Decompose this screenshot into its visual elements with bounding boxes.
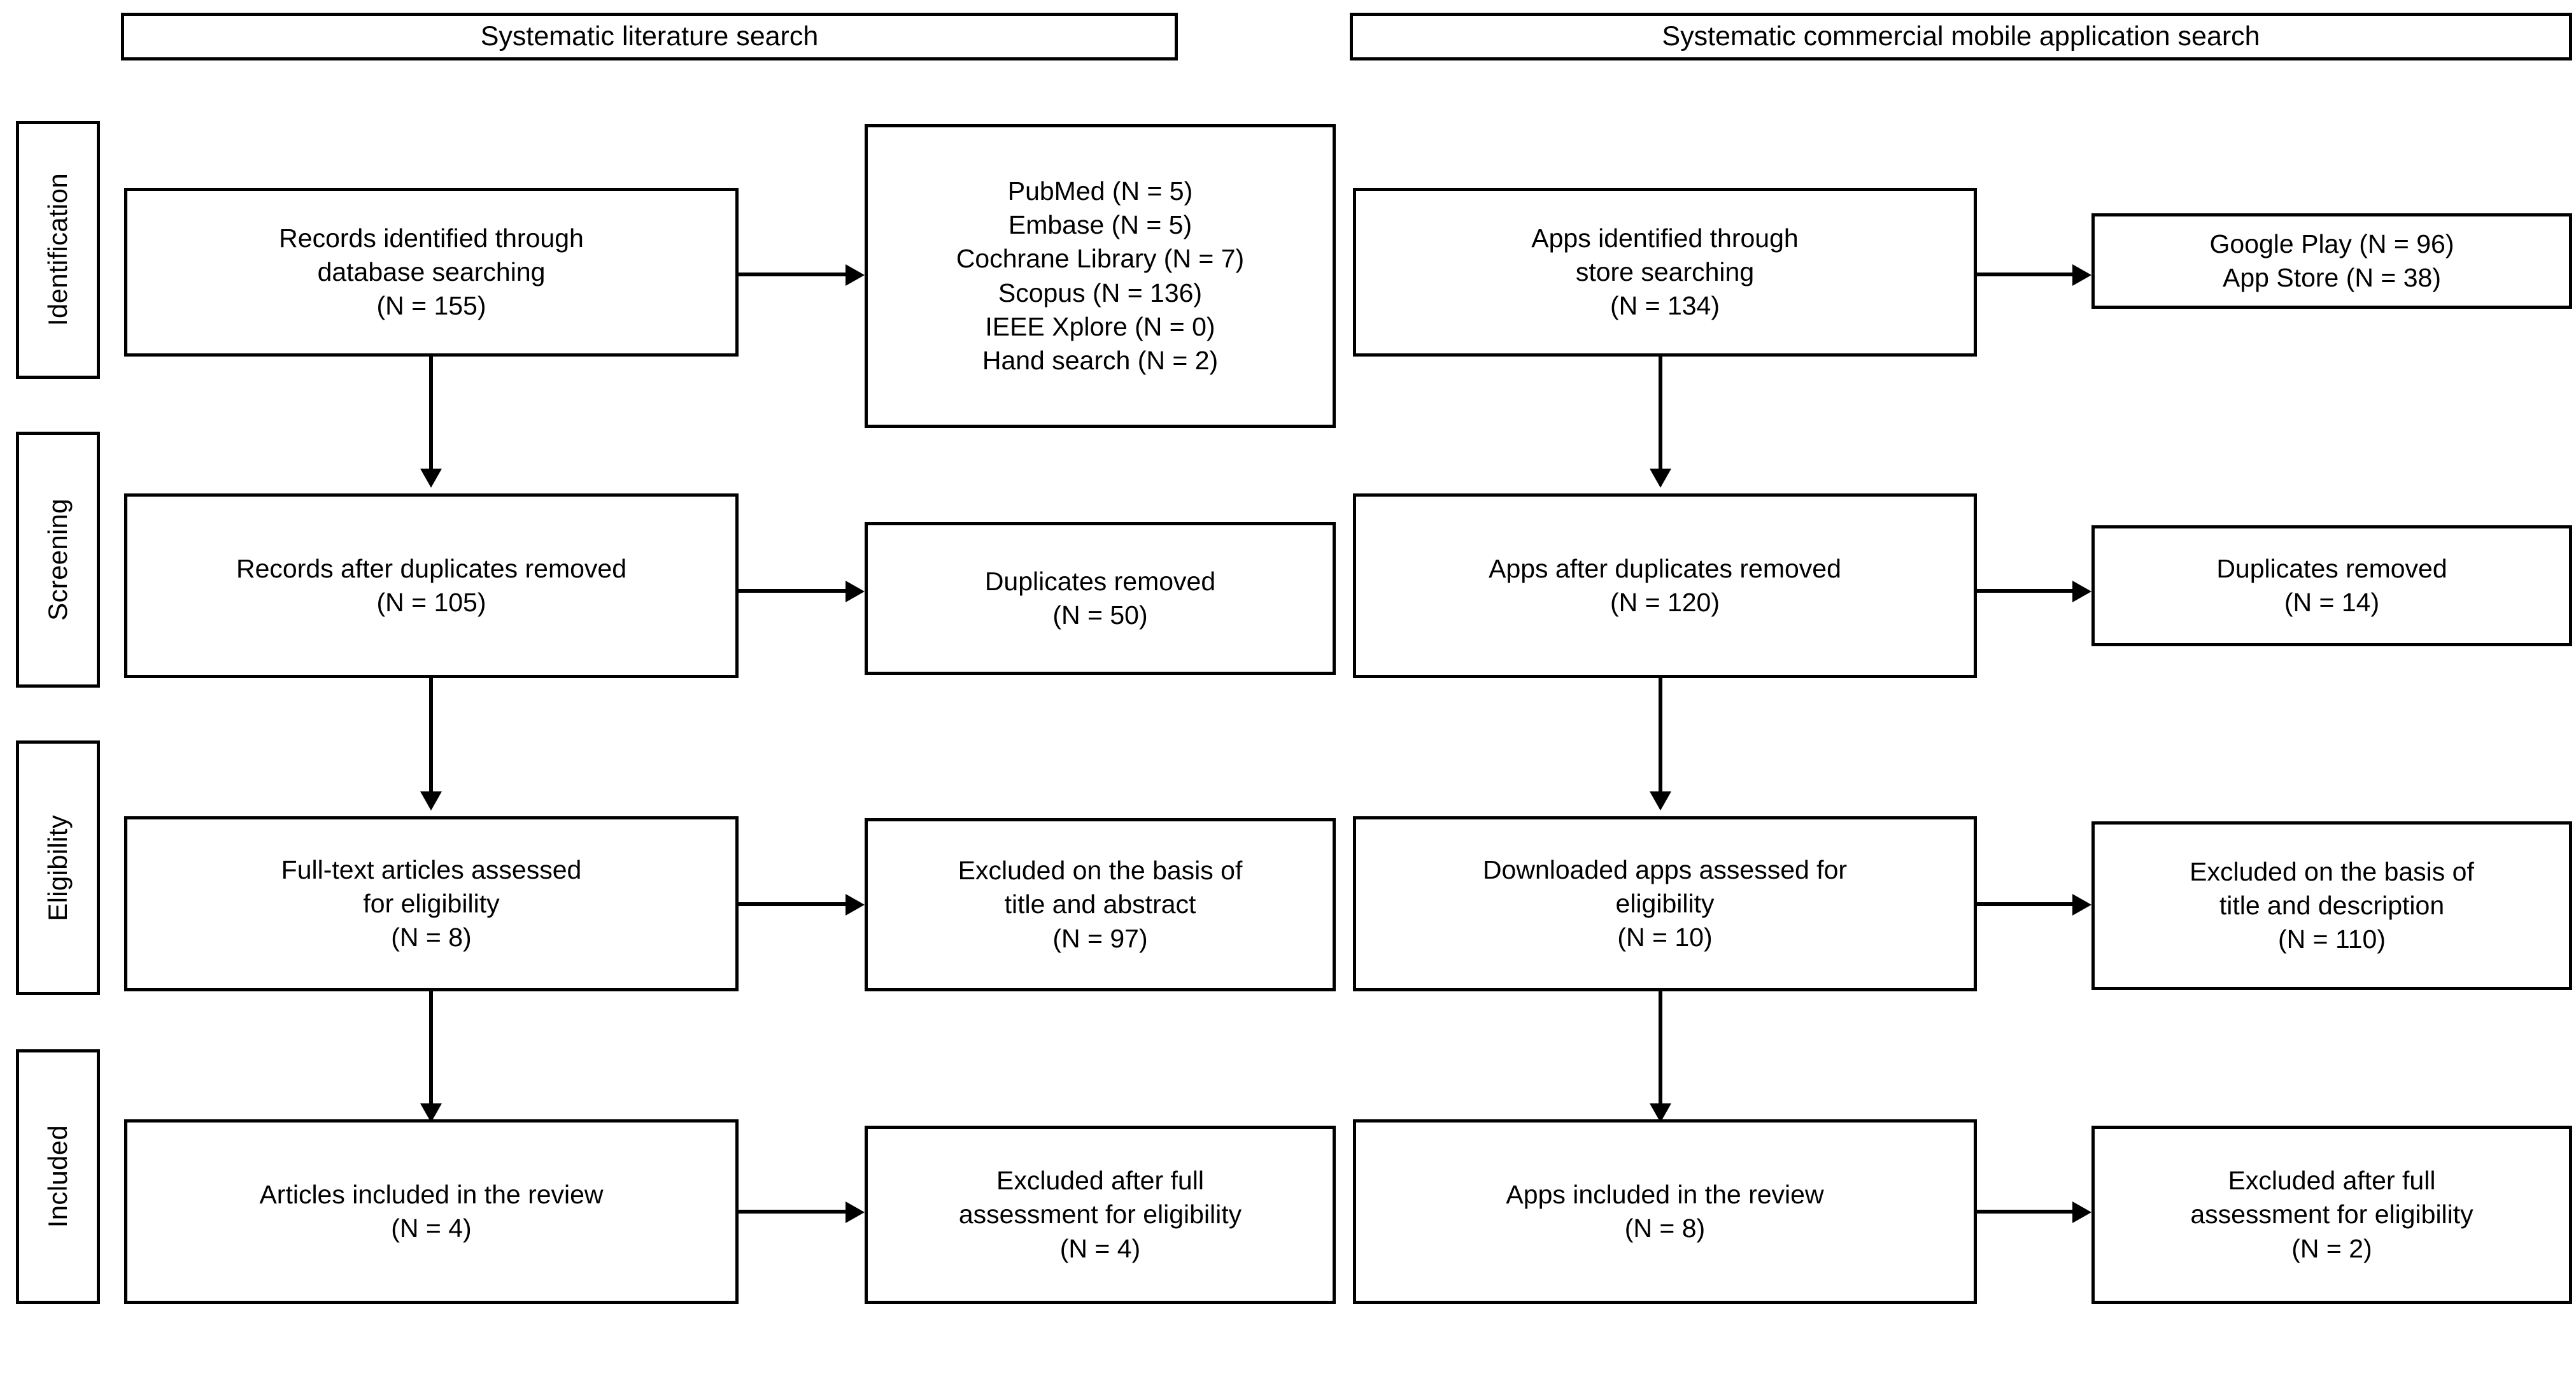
box-apps-after-duplicates-line1: Apps after duplicates removed (1489, 553, 1841, 583)
box-literature-excluded-after-full-line1: Excluded after full (996, 1166, 1204, 1196)
stage-label-included-text: Included (43, 1125, 73, 1228)
box-records-identified-line1: Records identified through (279, 223, 584, 253)
box-apps-excluded-after-full-line1: Excluded after full (2228, 1166, 2436, 1196)
source-embase: Embase (N = 5) (1008, 209, 1192, 239)
box-literature-excluded-after-full-line3: (N = 4) (1059, 1233, 1141, 1263)
connector-apps-screening-to-eligibility-line (1659, 678, 1662, 793)
box-excluded-title-abstract: Excluded on the basis of title and abstr… (865, 818, 1336, 991)
box-apps-duplicates-removed: Duplicates removed (N = 14) (2091, 525, 2572, 646)
box-literature-duplicates-removed-line1: Duplicates removed (984, 566, 1216, 596)
box-apps-after-duplicates: Apps after duplicates removed (N = 120) (1353, 493, 1977, 678)
box-records-after-duplicates-line1: Records after duplicates removed (236, 553, 627, 583)
box-records-after-duplicates-line2: (N = 105) (376, 588, 486, 617)
box-records-identified: Records identified through database sear… (124, 188, 739, 357)
connector-apps-included-to-excluded-arrow-icon (2072, 1201, 2091, 1223)
connector-screening-to-eligibility-arrow-icon (420, 791, 442, 811)
box-excluded-title-abstract-line1: Excluded on the basis of (958, 856, 1243, 886)
connector-apps-screening-to-eligibility-arrow-icon (1650, 791, 1671, 811)
box-literature-excluded-after-full-line2: assessment for eligibility (958, 1200, 1242, 1229)
stage-label-eligibility-text: Eligibility (43, 814, 73, 921)
box-apps-excluded-after-full-line2: assessment for eligibility (2190, 1200, 2473, 1229)
connector-records-to-sources-arrow-icon (846, 264, 865, 286)
connector-eligibility-to-included-line (429, 991, 433, 1105)
box-excluded-title-abstract-line2: title and abstract (1004, 889, 1196, 919)
box-excluded-title-description-line1: Excluded on the basis of (2190, 856, 2474, 886)
box-records-after-duplicates: Records after duplicates removed (N = 10… (124, 493, 739, 678)
connector-included-to-excluded-arrow-icon (846, 1201, 865, 1223)
connector-apps-included-to-excluded-line (1977, 1210, 2074, 1214)
connector-included-to-excluded-line (739, 1210, 847, 1214)
box-literature-duplicates-removed-line2: (N = 50) (1052, 600, 1148, 630)
box-downloaded-apps-assessed-line1: Downloaded apps assessed for (1482, 854, 1848, 884)
stage-label-screening: Screening (16, 432, 100, 688)
stage-label-identification-text: Identification (43, 173, 73, 327)
connector-apps-to-stores-arrow-icon (2072, 264, 2091, 286)
stage-label-screening-text: Screening (43, 499, 73, 621)
connector-apps-eligibility-to-excluded-arrow-icon (2072, 894, 2091, 916)
column-header-apps-label: Systematic commercial mobile application… (1662, 20, 2260, 52)
box-records-identified-line2: database searching (317, 257, 546, 287)
source-cochrane-library: Cochrane Library (N = 7) (956, 244, 1245, 274)
box-fulltext-assessed-line1: Full-text articles assessed (281, 854, 582, 884)
box-excluded-title-description: Excluded on the basis of title and descr… (2091, 821, 2572, 990)
connector-apps-to-stores-line (1977, 273, 2074, 276)
connector-apps-identification-to-screening-arrow-icon (1650, 469, 1671, 488)
column-header-literature-label: Systematic literature search (480, 20, 819, 52)
box-downloaded-apps-assessed-line3: (N = 10) (1617, 923, 1713, 953)
box-apps-duplicates-removed-line2: (N = 14) (2284, 588, 2380, 617)
source-hand-search: Hand search (N = 2) (982, 346, 1219, 376)
stage-label-included: Included (16, 1049, 100, 1304)
stage-label-identification: Identification (16, 121, 100, 379)
box-apps-after-duplicates-line2: (N = 120) (1610, 588, 1720, 617)
box-apps-duplicates-removed-line1: Duplicates removed (2216, 553, 2447, 583)
box-records-identified-line3: (N = 155) (376, 291, 486, 321)
box-fulltext-assessed-line3: (N = 8) (391, 923, 472, 953)
box-fulltext-assessed: Full-text articles assessed for eligibil… (124, 816, 739, 991)
box-fulltext-assessed-line2: for eligibility (363, 888, 500, 918)
box-apps-excluded-after-full: Excluded after full assessment for eligi… (2091, 1126, 2572, 1304)
connector-records-to-sources-line (739, 273, 847, 276)
source-ieee-xplore: IEEE Xplore (N = 0) (985, 311, 1215, 341)
store-app-store: App Store (N = 38) (2223, 263, 2441, 292)
stage-label-eligibility: Eligibility (16, 740, 100, 995)
box-excluded-title-description-line3: (N = 110) (2277, 924, 2386, 954)
connector-apps-eligibility-to-included-line (1659, 991, 1662, 1105)
box-downloaded-apps-assessed: Downloaded apps assessed for eligibility… (1353, 816, 1977, 991)
connector-identification-to-screening-arrow-icon (420, 469, 442, 488)
connector-apps-eligibility-to-excluded-line (1977, 902, 2074, 906)
source-pubmed: PubMed (N = 5) (1007, 176, 1193, 206)
connector-identification-to-screening-line (429, 357, 433, 470)
connector-apps-screening-to-duplicates-line (1977, 589, 2074, 593)
store-google-play: Google Play (N = 96) (2209, 229, 2454, 258)
connector-eligibility-to-excluded-line (739, 902, 847, 906)
box-excluded-title-description-line2: title and description (2219, 890, 2445, 920)
box-literature-sources: PubMed (N = 5) Embase (N = 5) Cochrane L… (865, 124, 1336, 428)
box-articles-included-line1: Articles included in the review (259, 1179, 604, 1209)
box-apps-excluded-after-full-line3: (N = 2) (2291, 1233, 2372, 1263)
column-header-literature: Systematic literature search (121, 13, 1178, 60)
connector-apps-identification-to-screening-line (1659, 357, 1662, 470)
box-apps-identified: Apps identified through store searching … (1353, 188, 1977, 357)
column-header-apps: Systematic commercial mobile application… (1350, 13, 2572, 60)
box-apps-identified-line1: Apps identified through (1531, 223, 1799, 253)
box-apps-included-line1: Apps included in the review (1506, 1179, 1824, 1209)
connector-screening-to-duplicates-arrow-icon (846, 581, 865, 602)
box-downloaded-apps-assessed-line2: eligibility (1615, 888, 1715, 918)
box-articles-included-line2: (N = 4) (391, 1214, 472, 1243)
connector-screening-to-duplicates-line (739, 589, 847, 593)
box-app-stores: Google Play (N = 96) App Store (N = 38) (2091, 213, 2572, 309)
connector-screening-to-eligibility-line (429, 678, 433, 793)
box-apps-included: Apps included in the review (N = 8) (1353, 1119, 1977, 1304)
connector-apps-screening-to-duplicates-arrow-icon (2072, 581, 2091, 602)
box-literature-excluded-after-full: Excluded after full assessment for eligi… (865, 1126, 1336, 1304)
source-scopus: Scopus (N = 136) (998, 278, 1203, 308)
box-articles-included: Articles included in the review (N = 4) (124, 1119, 739, 1304)
box-apps-identified-line3: (N = 134) (1610, 291, 1720, 321)
box-apps-included-line2: (N = 8) (1624, 1214, 1706, 1243)
box-apps-identified-line2: store searching (1575, 257, 1755, 287)
box-excluded-title-abstract-line3: (N = 97) (1052, 923, 1148, 953)
box-literature-duplicates-removed: Duplicates removed (N = 50) (865, 522, 1336, 675)
connector-eligibility-to-excluded-arrow-icon (846, 894, 865, 916)
